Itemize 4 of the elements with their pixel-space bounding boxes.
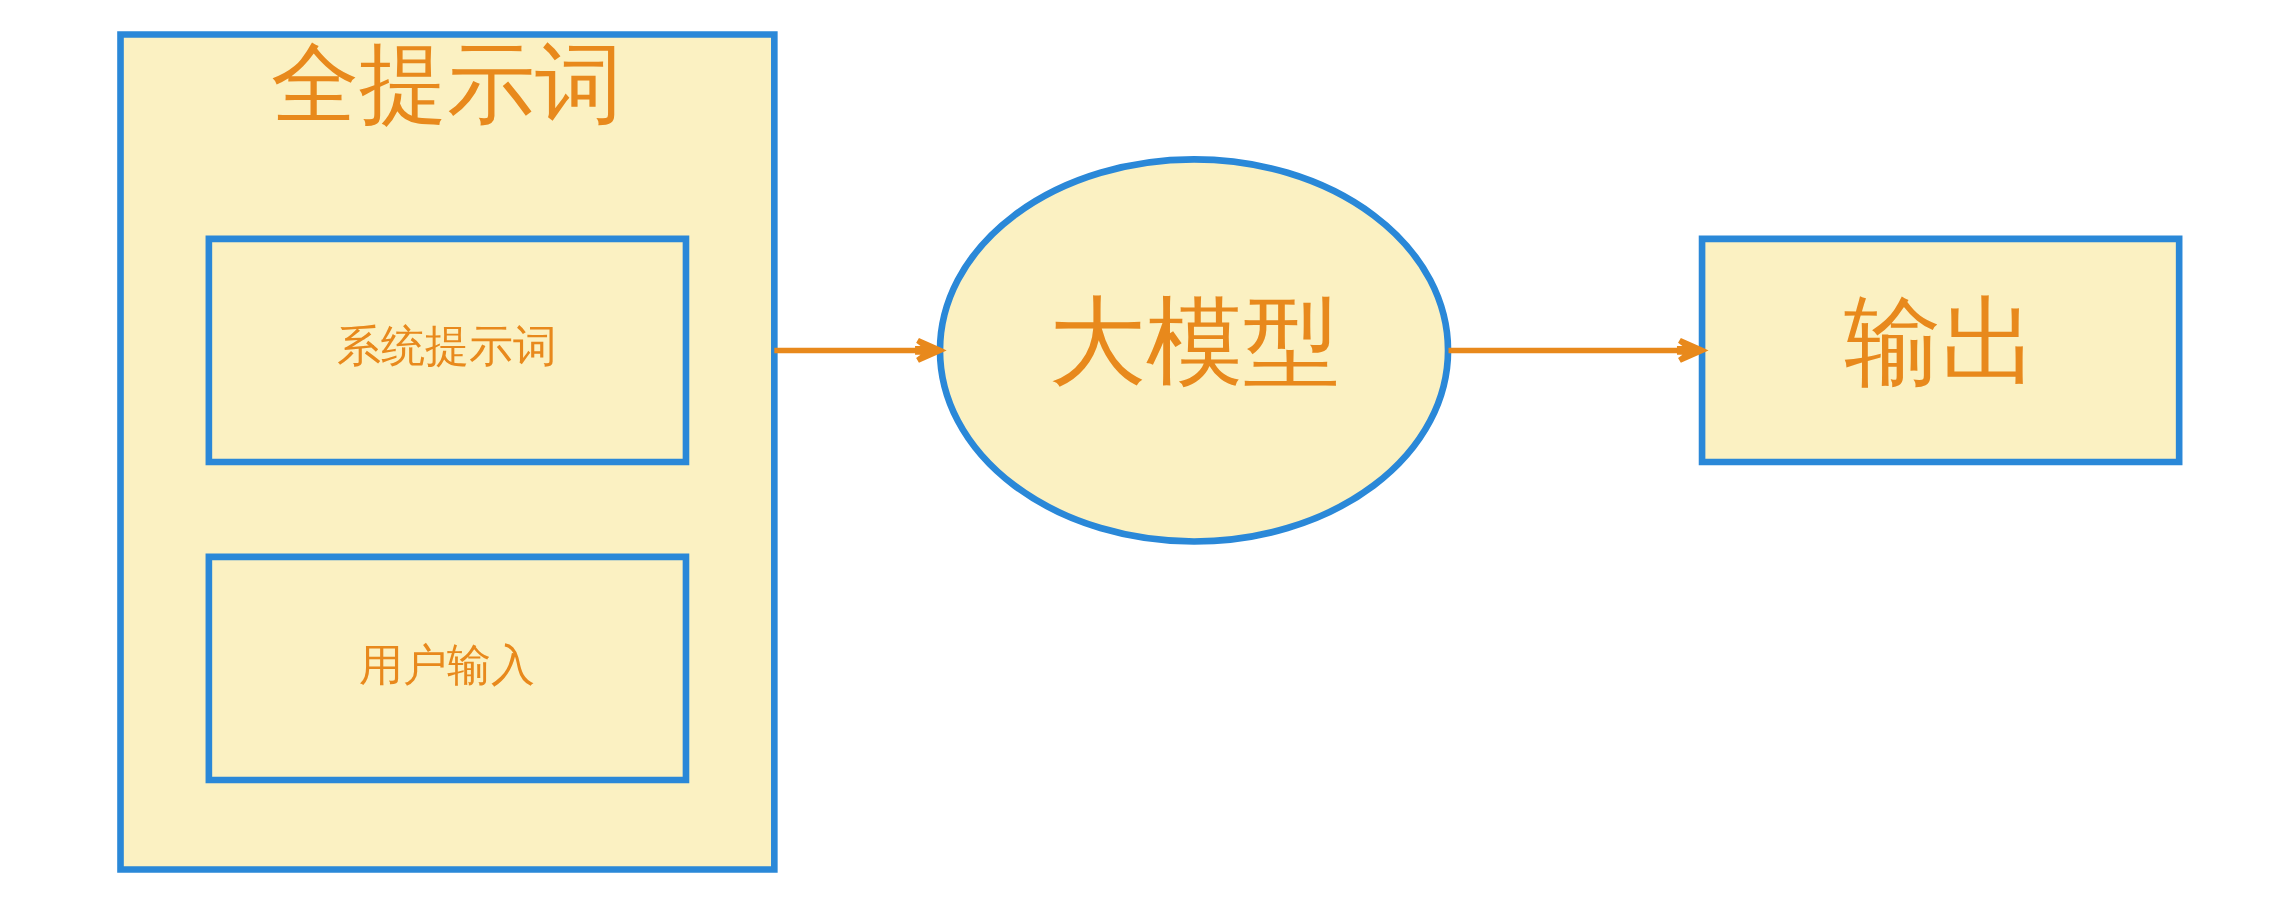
node-box: 系统提示词 bbox=[205, 235, 690, 466]
node-ellipse: 大模型 bbox=[936, 156, 1452, 545]
node-box: 用户输入 bbox=[205, 553, 690, 784]
node-box: 输出 bbox=[1698, 235, 2183, 466]
